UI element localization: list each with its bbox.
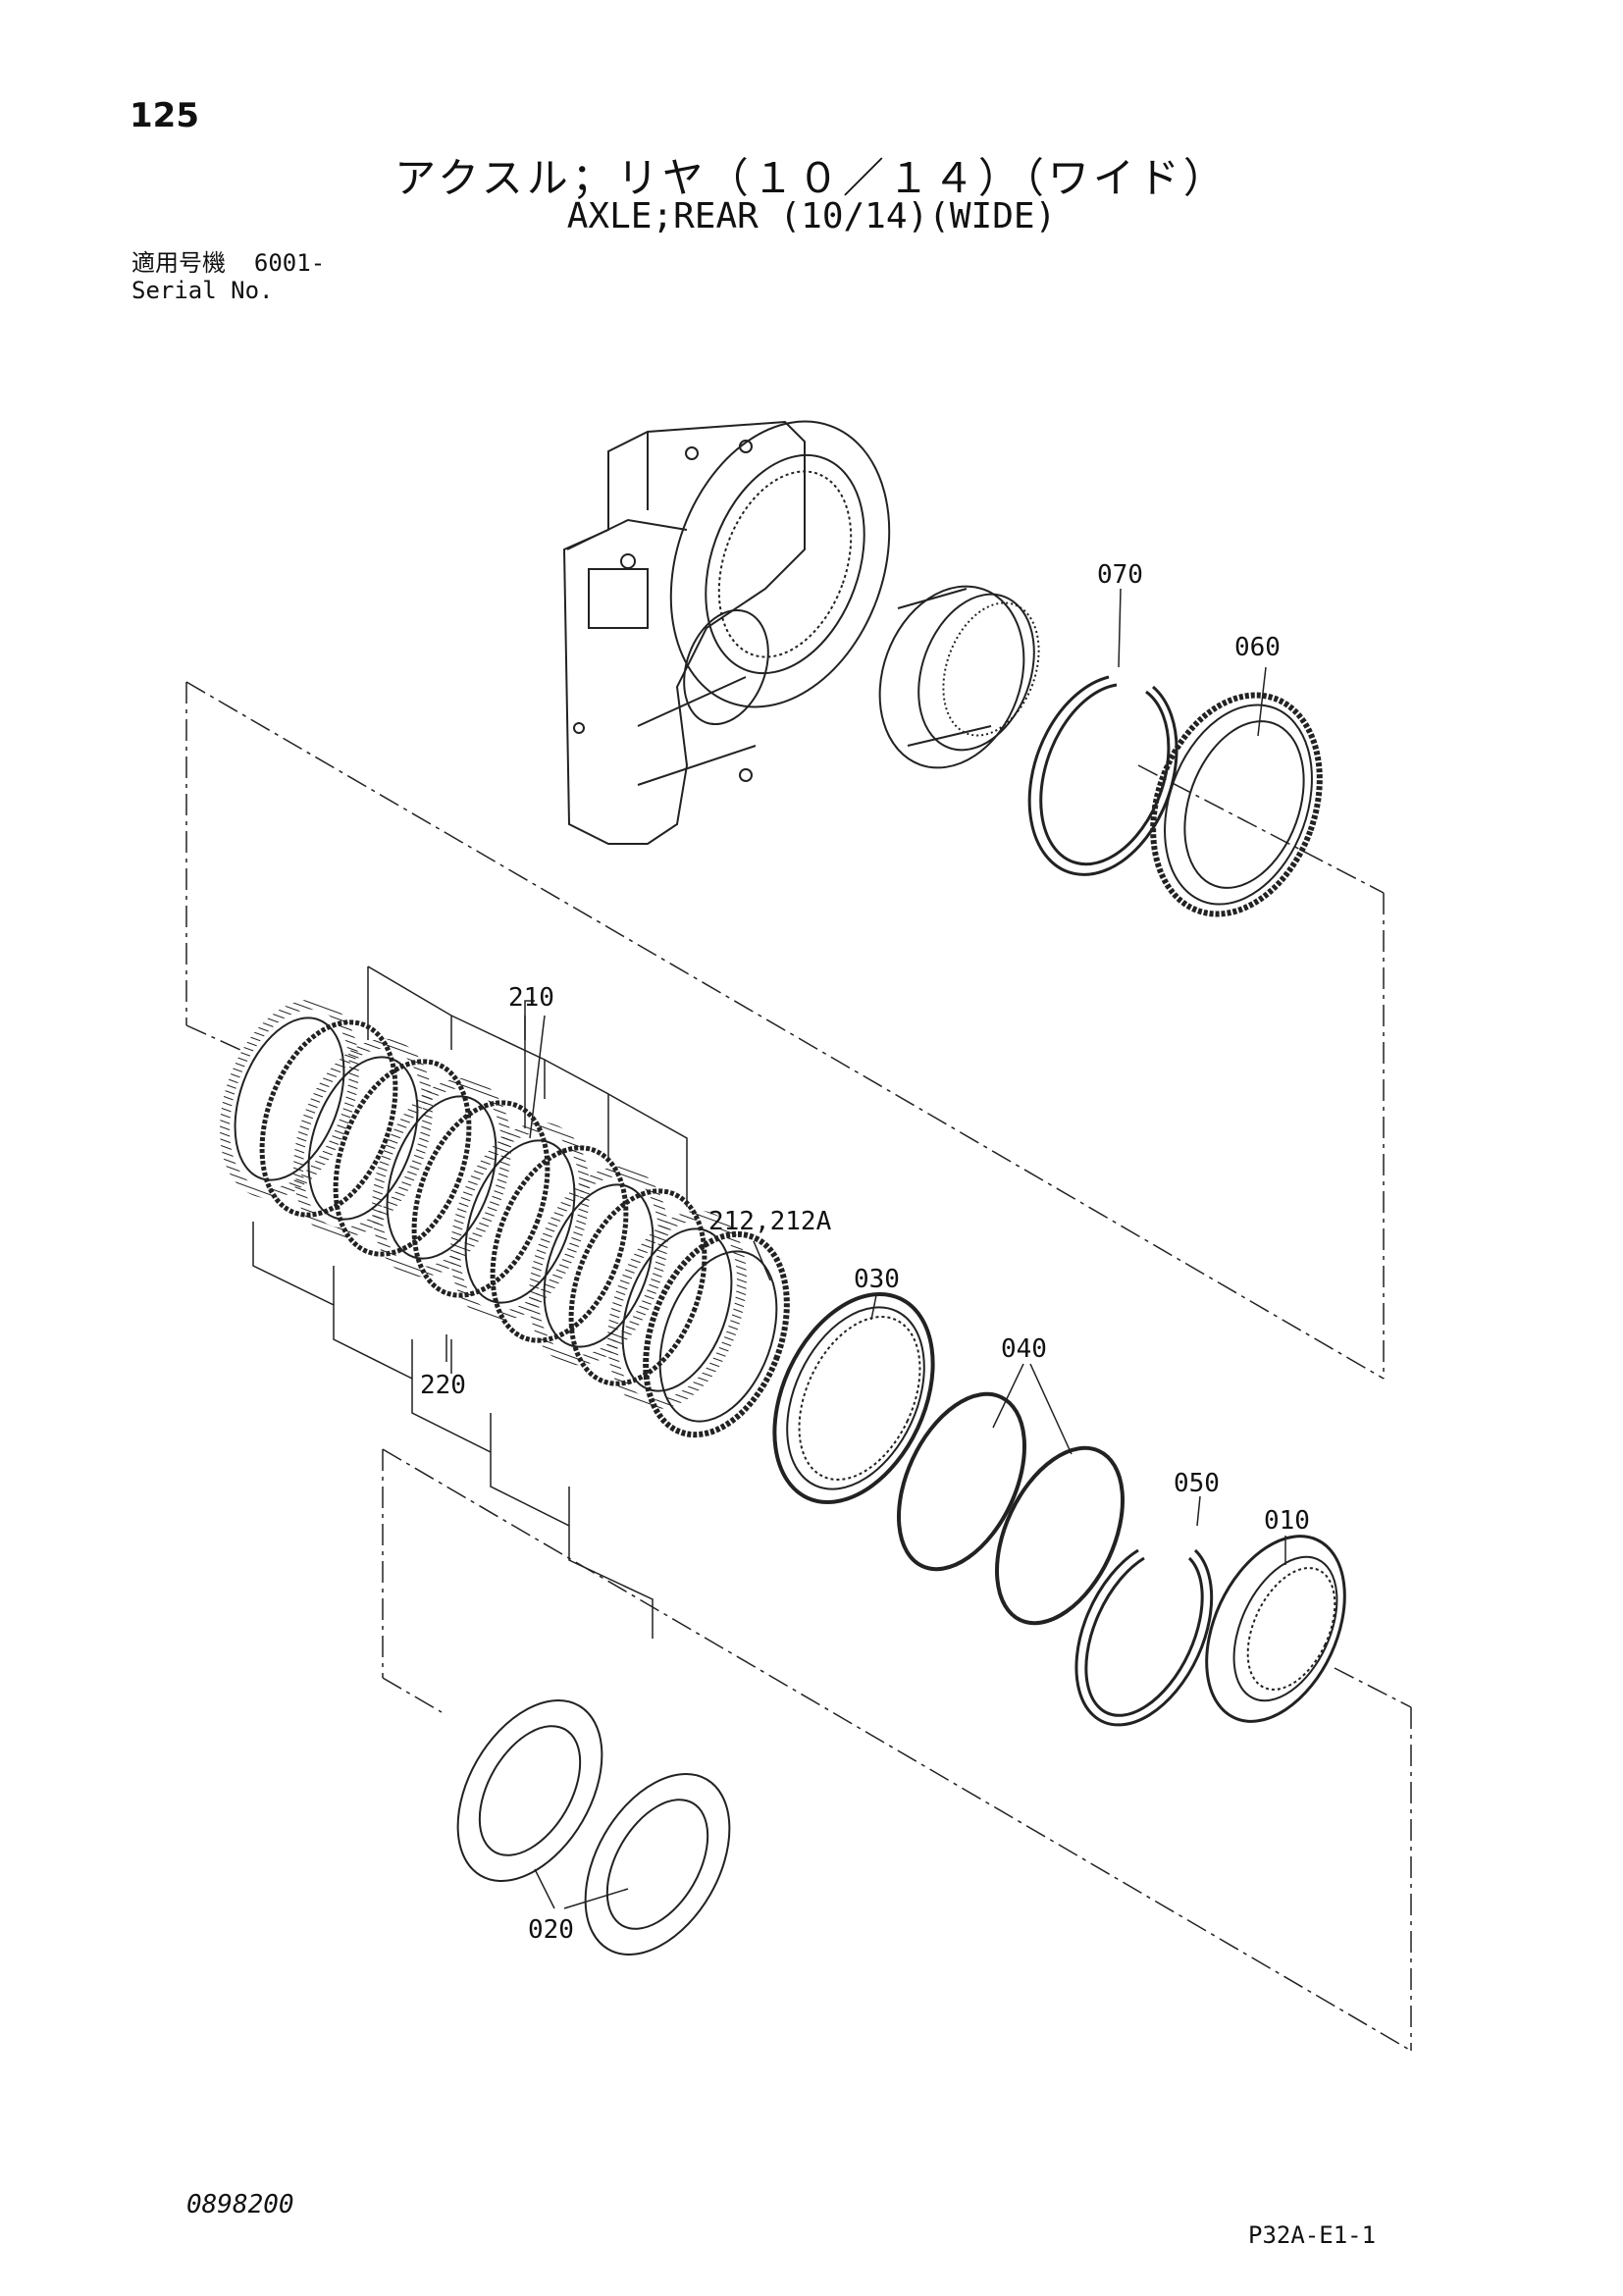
assembly-boundary-lower — [382, 1448, 1412, 2052]
leader-212 — [753, 1240, 771, 1281]
serial-label-en: Serial No. — [131, 277, 274, 304]
clutch-plates-210 — [259, 1019, 707, 1386]
snap-ring-070 — [1027, 675, 1178, 876]
bearing-010 — [1205, 1535, 1346, 1723]
document-id: 0898200 — [186, 2190, 294, 2219]
ring-gear-hub — [878, 585, 1040, 769]
label-212: 212,212A — [708, 1207, 832, 1236]
title-english: AXLE;REAR (10/14)(WIDE) — [566, 196, 1057, 236]
page-number: 125 — [130, 96, 199, 135]
leader-070 — [1118, 588, 1122, 668]
clutch-disc-stack — [220, 999, 790, 1438]
label-070: 070 — [1097, 560, 1143, 590]
leader-040 — [992, 1363, 1073, 1455]
end-plate-212 — [643, 1230, 790, 1438]
snap-ring-050 — [1074, 1548, 1214, 1727]
leader-050 — [1196, 1495, 1201, 1527]
page-code: P32A-E1-1 — [1248, 2221, 1377, 2249]
leader-020 — [534, 1868, 629, 1909]
label-010: 010 — [1264, 1506, 1310, 1536]
label-020: 020 — [528, 1915, 574, 1945]
label-060: 060 — [1234, 633, 1281, 662]
assembly-boundary-upper — [185, 681, 1385, 1380]
serial-label-jp: 適用号機 — [131, 249, 226, 277]
label-210: 210 — [508, 983, 554, 1013]
leader-210 — [529, 1015, 546, 1139]
label-030: 030 — [854, 1265, 900, 1294]
clutch-discs-220 — [220, 999, 747, 1410]
o-rings-040 — [896, 1391, 1126, 1626]
label-220: 220 — [420, 1371, 466, 1400]
axle-housing — [562, 420, 891, 845]
serial-block: 適用号機 6001- Serial No. — [131, 249, 325, 304]
plate-060 — [1150, 692, 1323, 917]
leader-030 — [870, 1294, 877, 1321]
title-japanese: アクスル；リヤ（１０／１４）（ワイド） — [394, 154, 1229, 202]
thrust-washers-020 — [456, 1699, 731, 1956]
serial-value: 6001- — [253, 249, 326, 277]
label-040: 040 — [1001, 1334, 1047, 1364]
leader-060 — [1257, 666, 1267, 737]
seal-030 — [772, 1292, 935, 1504]
label-050: 050 — [1174, 1469, 1220, 1498]
